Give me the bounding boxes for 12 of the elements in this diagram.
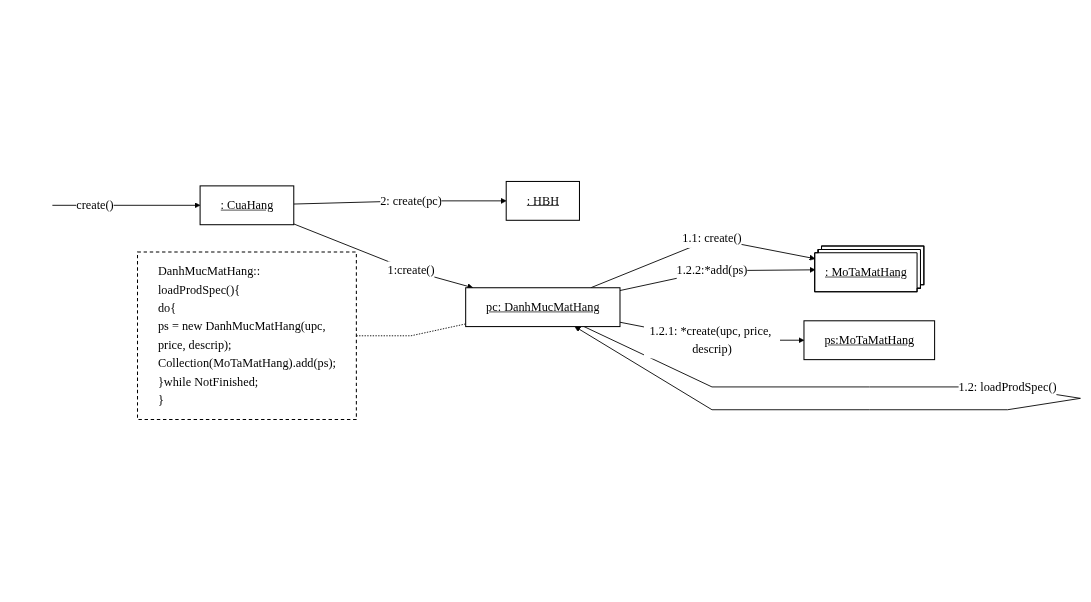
node-box: pc: DanhMucMatHang	[464, 287, 620, 328]
node-box: ps:MoTaMatHang	[802, 320, 935, 361]
node-box: : HBH	[505, 181, 580, 222]
edge-label: create()	[75, 198, 114, 213]
edge-label: 1:create()	[387, 263, 435, 278]
node-box: DanhMucMatHang:: loadProdSpec(){ do{ ps = new DanhMucMatHang(upc, price, descrip); Collection(MoTaMatHang).add(ps); }while NotFinished; }	[136, 251, 357, 421]
edge-label: 1.2.1: *create(upc, price, descrip)	[648, 324, 771, 357]
edge-label: 1.1: create()	[681, 232, 742, 246]
edge-label: 2: create(pc)	[379, 194, 442, 208]
edge-label: 1.2: loadProdSpec()	[957, 380, 1057, 394]
node-box: : CuaHang	[199, 185, 294, 226]
edge-label: 1.2.2:*add(ps)	[676, 264, 747, 278]
